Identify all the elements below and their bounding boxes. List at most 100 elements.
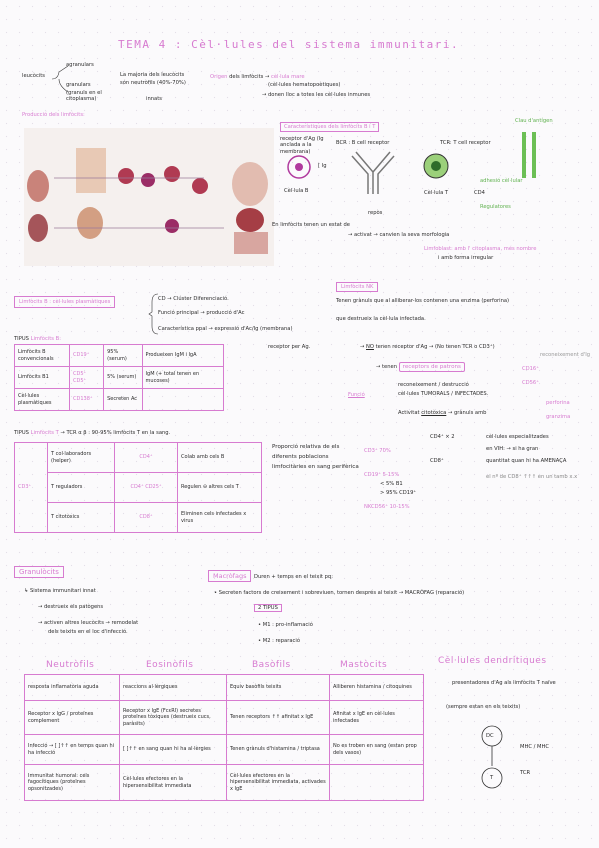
origen-result: donen lloc a totes les cèl·lules inmunes [268, 92, 371, 98]
origen-cell: cèl·lula mare [271, 74, 305, 80]
prop-title: Proporció relativa de els diferents pobl… [272, 444, 359, 470]
bt-receptor-note: receptor d'Ag (Ig anclada a la membrana) [280, 136, 324, 155]
bt-estat: En limfòcits tenen un estat de [272, 222, 350, 228]
table-row: CD3⁺T col·laboradors (helper)CD4⁺Colab a… [14, 442, 262, 533]
granulars-note: (granuls en el citoplasma) [66, 90, 102, 103]
prop-esp4: el nº de CD8⁺ ↑↑↑ en un tamb x.x [486, 474, 578, 480]
dc-t-diagram [481, 725, 503, 789]
prop-esp3: quantitat quan hi ha AMENAÇA [486, 458, 567, 464]
bt-activat: activat [354, 232, 372, 238]
limt-label: Limfòcits T [30, 430, 59, 436]
nk-granz: granzima [546, 414, 571, 420]
nk-cd56: CD56⁺ [522, 380, 539, 386]
prop-cd4: CD4⁺ × 2 [430, 434, 455, 440]
header-eosinofils: Eosinòfils [146, 660, 194, 670]
prop-cd19a: < 5% B1 [380, 481, 403, 487]
leucocits-label: leucòcits [22, 73, 45, 79]
dc-text-2: (sempre estan en els teixits) [446, 704, 521, 710]
bt-adhesion: adhesió cèl·lular [480, 178, 523, 184]
header-dendritiques: Cèl·lules dendrítiques [438, 656, 547, 666]
limb-label: Limfòcits B : cèl·lules plasmàtiques [14, 296, 116, 309]
prop-cd19b: > 95% CD19⁺ [380, 490, 417, 496]
dc-tcr: TCR [520, 770, 531, 776]
bt-cell-t: Cèl·lula T [424, 190, 449, 196]
leucocits-brace [51, 65, 69, 93]
nk-funcio: Funció [348, 392, 365, 398]
granulocits-l2: destrueix els patògens [44, 604, 104, 610]
nk-f1: reconeixement / destrucció [398, 382, 469, 388]
nk-cd16: CD16⁺ [522, 366, 539, 372]
bt-reg: Regulatores [480, 204, 511, 210]
table-row: Immunitat humoral: cels fagocítiques (pr… [24, 764, 424, 801]
leucocits-note-2: són neutròfils (40%-70%) [120, 80, 186, 86]
nk-label: Limfòcits NK [336, 282, 379, 293]
prop-cd3: CD3⁺ 70% [364, 448, 391, 454]
limt-table: CD3⁺T col·laboradors (helper)CD4⁺Colab a… [14, 442, 262, 533]
header-neutrofils: Neutròfils [46, 660, 95, 670]
table-row: Receptor x IgG / proteïnes complement Re… [24, 700, 424, 735]
nk-perf: perforina [546, 400, 570, 406]
limt-tipus: TIPUS [14, 430, 29, 436]
lymphocyte-production-figure [24, 128, 274, 266]
origen-text: dels limfòcits [229, 74, 264, 80]
nk-patrons: receptors de patrons [398, 362, 465, 372]
limb-l2: Funció principal → producció d'Ac [158, 310, 245, 316]
bt-ig: [ Ig [318, 163, 327, 169]
granulars-label: granulars [66, 82, 91, 88]
agranulars-label: agranulars [66, 62, 94, 68]
macro-label: Macròfags [208, 570, 252, 582]
prop-cd19: CD19⁺ 5-15% [364, 472, 400, 478]
limb-l4: receptor per Ag. [268, 344, 311, 350]
macro-tipus: 2 TIPUS [254, 604, 282, 613]
dc-text-1: presentadores d'Ag als limfòcits T naïve [452, 680, 556, 686]
limb-l3: Característica ppal → expressió d'Ac/Ig … [158, 326, 293, 332]
limb-brace [148, 293, 159, 335]
nk-gran: → grànuls amb [447, 410, 487, 416]
b-cell-icon [287, 155, 311, 179]
nk-l4: tenen [382, 364, 397, 370]
granulocits-label: Granulòcits [14, 566, 64, 578]
limb-l1: CD → Clúster Diferenciació. [158, 296, 229, 302]
leucocits-note-3: innats [146, 96, 162, 102]
dc-mhc: MHC / MHC [520, 744, 550, 750]
t-cell-icon [423, 153, 449, 179]
page-title: TEMA 4 : Cèl·lules del sistema immunitar… [118, 38, 460, 51]
header-mastocits: Mastòcits [340, 660, 388, 670]
dc-label: DC [486, 733, 494, 739]
origen-label: Origen [210, 74, 228, 80]
limb-tipus: TIPUS [14, 336, 29, 342]
produccio-label: Producció dels limfòcits: [22, 112, 85, 118]
table-row: Infecció → [ ]↑↑ en temps quan hi ha inf… [24, 734, 424, 765]
leucocits-note-1: La majoria dels leucòcits [120, 72, 185, 78]
tcr-bars-icon [522, 132, 536, 178]
limb-tipus-label: Limfòcits B: [30, 336, 61, 342]
bt-repos: repòs [368, 210, 383, 216]
nk-l1: Tenen grànuls que al alliberar-los conte… [336, 298, 510, 304]
table-row: resposta inflamatòria aguda reaccions al… [24, 674, 424, 701]
nk-f2: cèl·lules TUMORALS / INFECTADES. [398, 391, 489, 397]
bt-bcr: BCR : B cell receptor [336, 140, 390, 146]
header-basofils: Basòfils [252, 660, 291, 670]
granulocyte-table: resposta inflamatòria aguda reaccions al… [24, 674, 424, 801]
nk-no: NO [366, 344, 374, 350]
bt-canvia: canvien la seva morfologia [379, 232, 450, 238]
granulocits-l1: Sistema immunitari innat [30, 588, 96, 594]
limt-text: → TCR α β : 90-95% limfòcits T en la san… [60, 430, 171, 436]
prop-nk: NKCD56⁺ 10-15% [364, 504, 410, 510]
macro-m2: M2 : reparació [262, 638, 301, 644]
macro-t1: Duren + temps en el teixit pq: [254, 574, 333, 580]
macro-m1: M1 : pro-inflamació [262, 622, 313, 628]
bt-heading: Característiques dels limfòcits B i T [280, 122, 380, 133]
nk-act: Activitat [398, 410, 420, 416]
bt-cd4: CD4 [474, 190, 485, 196]
nk-cito: citotòxica [421, 410, 447, 416]
nk-recon: reconeixement d'Ig [540, 352, 591, 358]
bt-blast-1: Limfoblast: amb l' citoplasma, més nombr… [424, 246, 537, 252]
bt-cell-b: Cèl·lula B [284, 188, 309, 194]
